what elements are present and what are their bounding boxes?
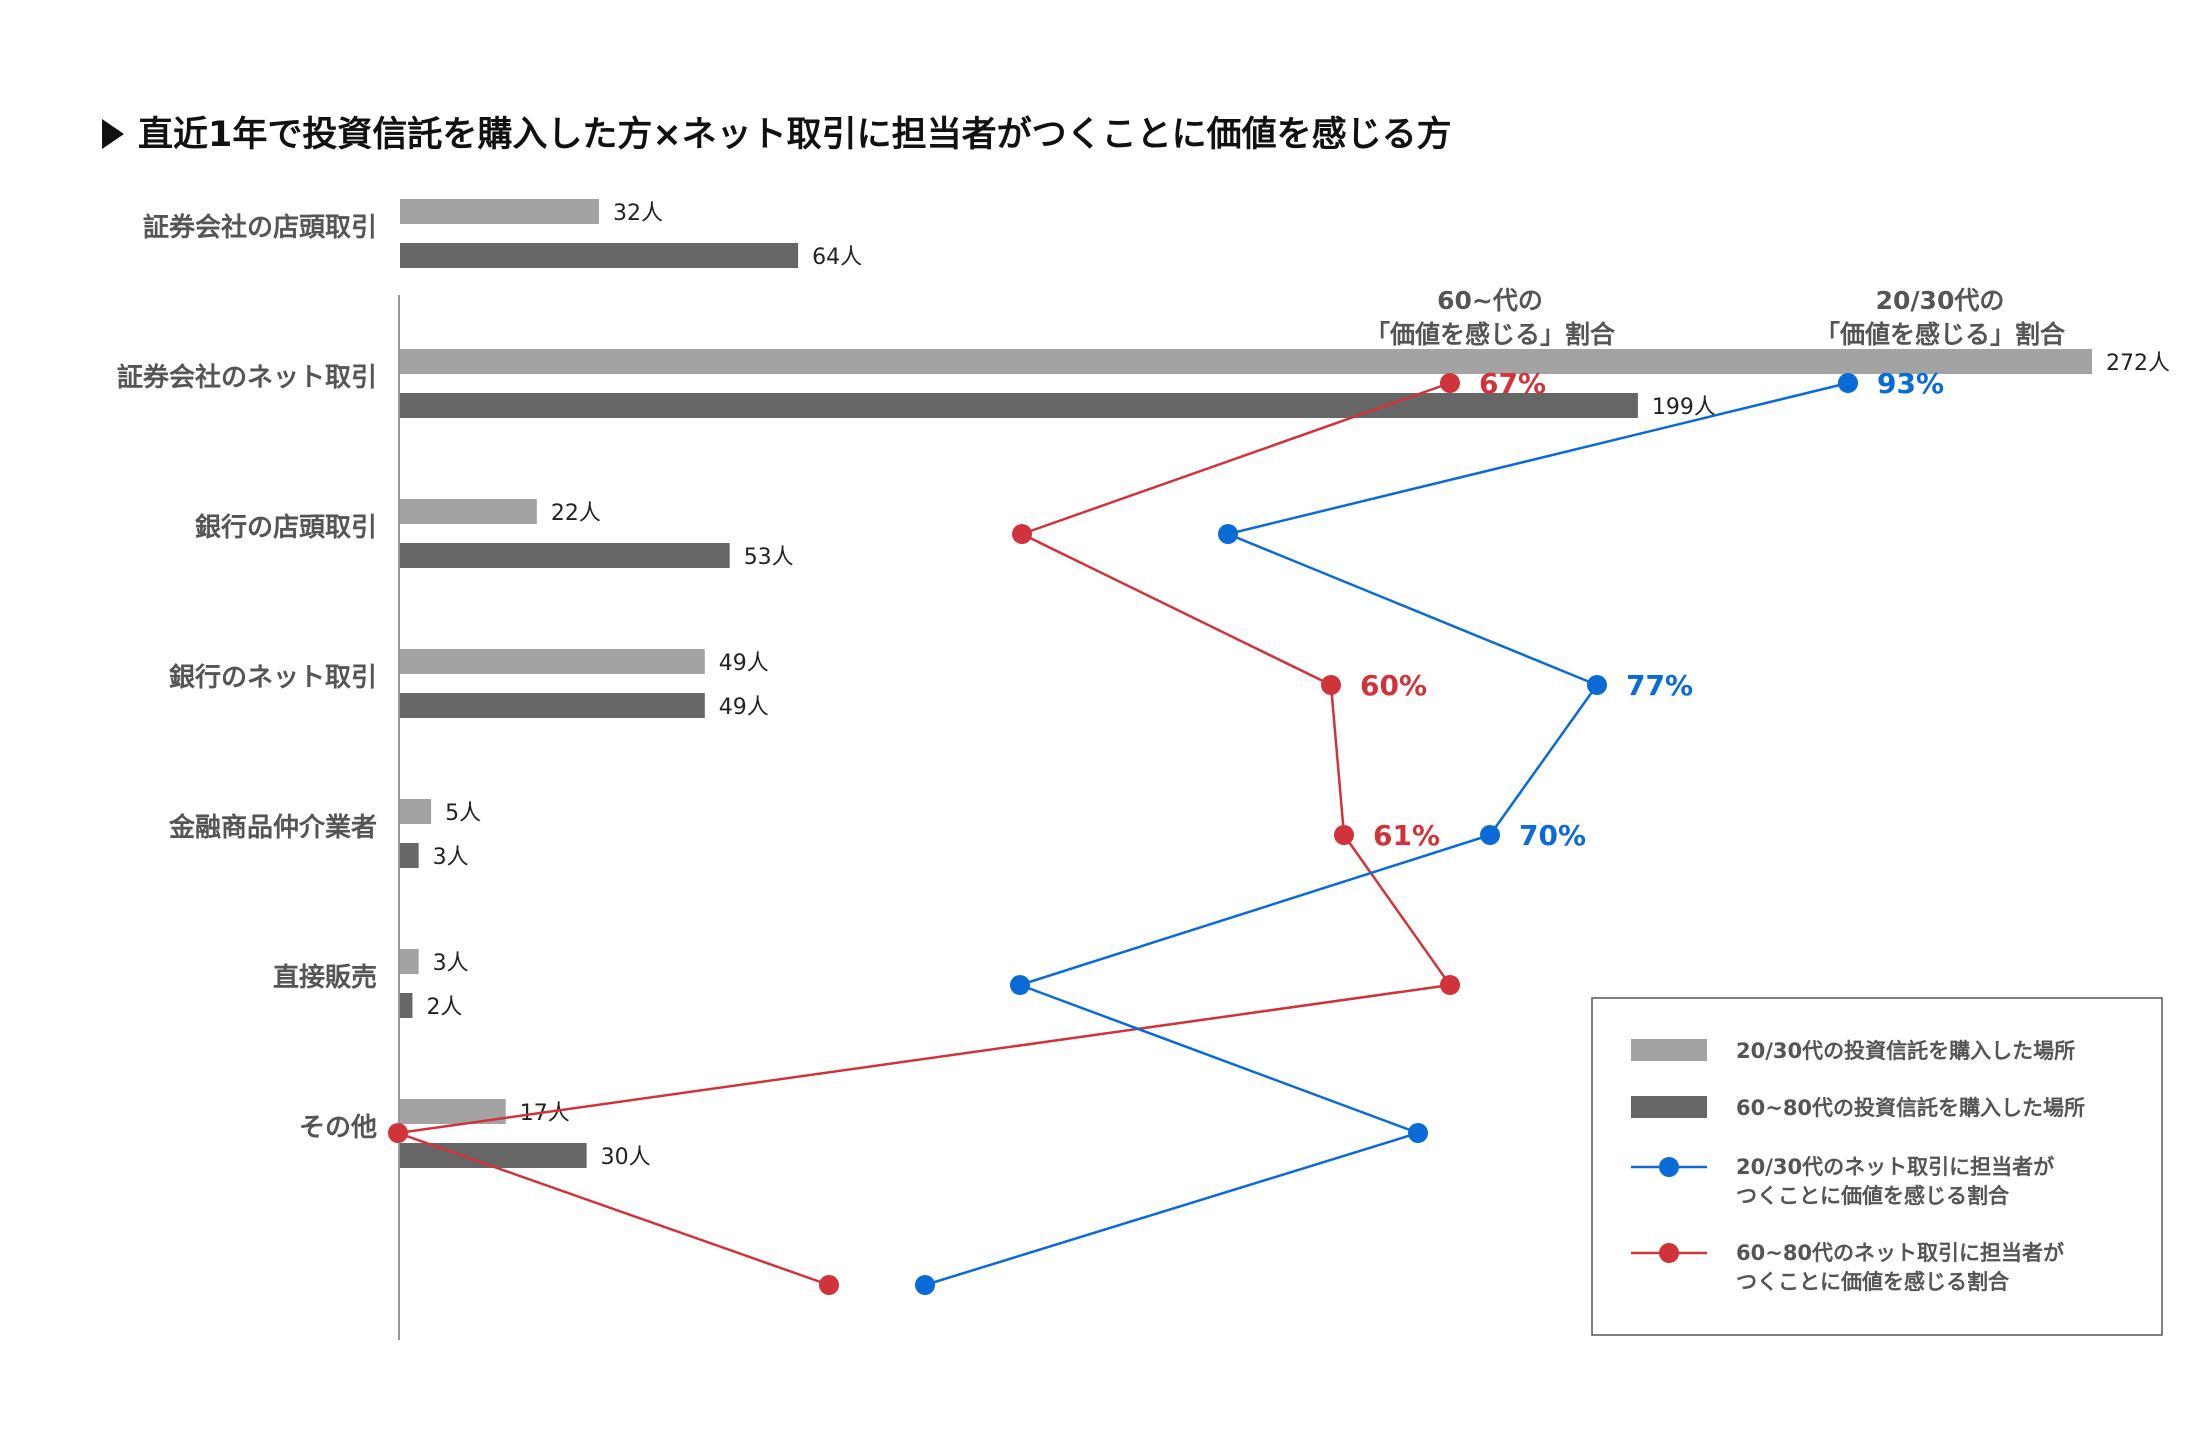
line-point <box>915 1275 935 1295</box>
line-point <box>1012 524 1032 544</box>
bar <box>400 199 600 224</box>
legend-label: 20/30代のネット取引に担当者が <box>1736 1155 2054 1179</box>
line-series-header: 60~代の <box>1437 286 1543 315</box>
line-point <box>819 1275 839 1295</box>
bar-value-label: 22人 <box>551 501 601 526</box>
bar-value-label: 3人 <box>433 951 469 976</box>
line-point <box>1838 373 1858 393</box>
bar-value-label: 272人 <box>2106 351 2170 376</box>
line-point <box>1334 825 1354 845</box>
bar-value-label: 49人 <box>719 695 769 720</box>
legend-point-swatch <box>1659 1157 1679 1177</box>
legend-label: 60~80代の投資信託を購入した場所 <box>1736 1096 2085 1120</box>
line-series-header: 20/30代の <box>1876 286 2005 315</box>
category-label: 金融商品仲介業者 <box>168 812 377 843</box>
legend-label: 20/30代の投資信託を購入した場所 <box>1736 1039 2075 1063</box>
category-label: 証券会社の店頭取引 <box>143 212 377 243</box>
legend-swatch <box>1631 1096 1707 1118</box>
legend-point-swatch <box>1659 1243 1679 1263</box>
bar-value-label: 49人 <box>719 651 769 676</box>
legend-label: つくことに価値を感じる割合 <box>1736 1184 2010 1208</box>
line-point <box>1480 825 1500 845</box>
bar <box>400 693 705 718</box>
line-point <box>1321 675 1341 695</box>
line-value-label: 67% <box>1479 367 1546 400</box>
line-point <box>1440 373 1460 393</box>
bar <box>400 993 413 1018</box>
line-value-label: 61% <box>1373 819 1440 852</box>
bar <box>400 499 537 524</box>
line-point <box>1587 675 1607 695</box>
line-point <box>1010 975 1030 995</box>
bar-value-label: 2人 <box>426 995 462 1020</box>
bar <box>400 543 730 568</box>
triangle-bullet-icon <box>102 119 124 149</box>
line-value-label: 93% <box>1877 367 1944 400</box>
bar <box>400 243 799 268</box>
category-label: 銀行のネット取引 <box>169 662 377 693</box>
category-label: 証券会社のネット取引 <box>117 362 377 393</box>
category-label: その他 <box>299 1113 377 1143</box>
line-value-label: 77% <box>1626 669 1693 702</box>
bar-value-label: 32人 <box>613 201 663 226</box>
category-label: 直接販売 <box>273 963 377 993</box>
bar-value-label: 64人 <box>812 245 862 270</box>
bar <box>400 1143 587 1168</box>
line-point <box>1440 975 1460 995</box>
bar <box>400 799 432 824</box>
line-value-label: 70% <box>1519 819 1586 852</box>
bar <box>400 949 419 974</box>
line-point <box>388 1123 408 1143</box>
chart-title: 直近1年で投資信託を購入した方×ネット取引に担当者がつくことに価値を感じる方 <box>102 106 1452 157</box>
line-series-header: 「価値を感じる」割合 <box>1365 320 1616 349</box>
chart-title-text: 直近1年で投資信託を購入した方×ネット取引に担当者がつくことに価値を感じる方 <box>138 115 1452 155</box>
bar-value-label: 199人 <box>1652 395 1716 420</box>
bar <box>400 349 2092 374</box>
bar-value-label: 5人 <box>445 801 481 826</box>
legend-swatch <box>1631 1039 1707 1061</box>
category-label: 銀行の店頭取引 <box>195 512 377 543</box>
legend-label: つくことに価値を感じる割合 <box>1736 1270 2010 1294</box>
bar-value-label: 30人 <box>601 1145 651 1170</box>
bar <box>400 843 419 868</box>
bar-value-label: 3人 <box>433 845 469 870</box>
bar-value-label: 53人 <box>744 545 794 570</box>
legend-label: 60~80代のネット取引に担当者が <box>1736 1241 2064 1265</box>
line-value-label: 60% <box>1360 669 1427 702</box>
bar <box>400 649 705 674</box>
line-series-header: 「価値を感じる」割合 <box>1815 320 2066 349</box>
bar <box>400 393 1638 418</box>
line-point <box>1408 1123 1428 1143</box>
line-point <box>1218 524 1238 544</box>
